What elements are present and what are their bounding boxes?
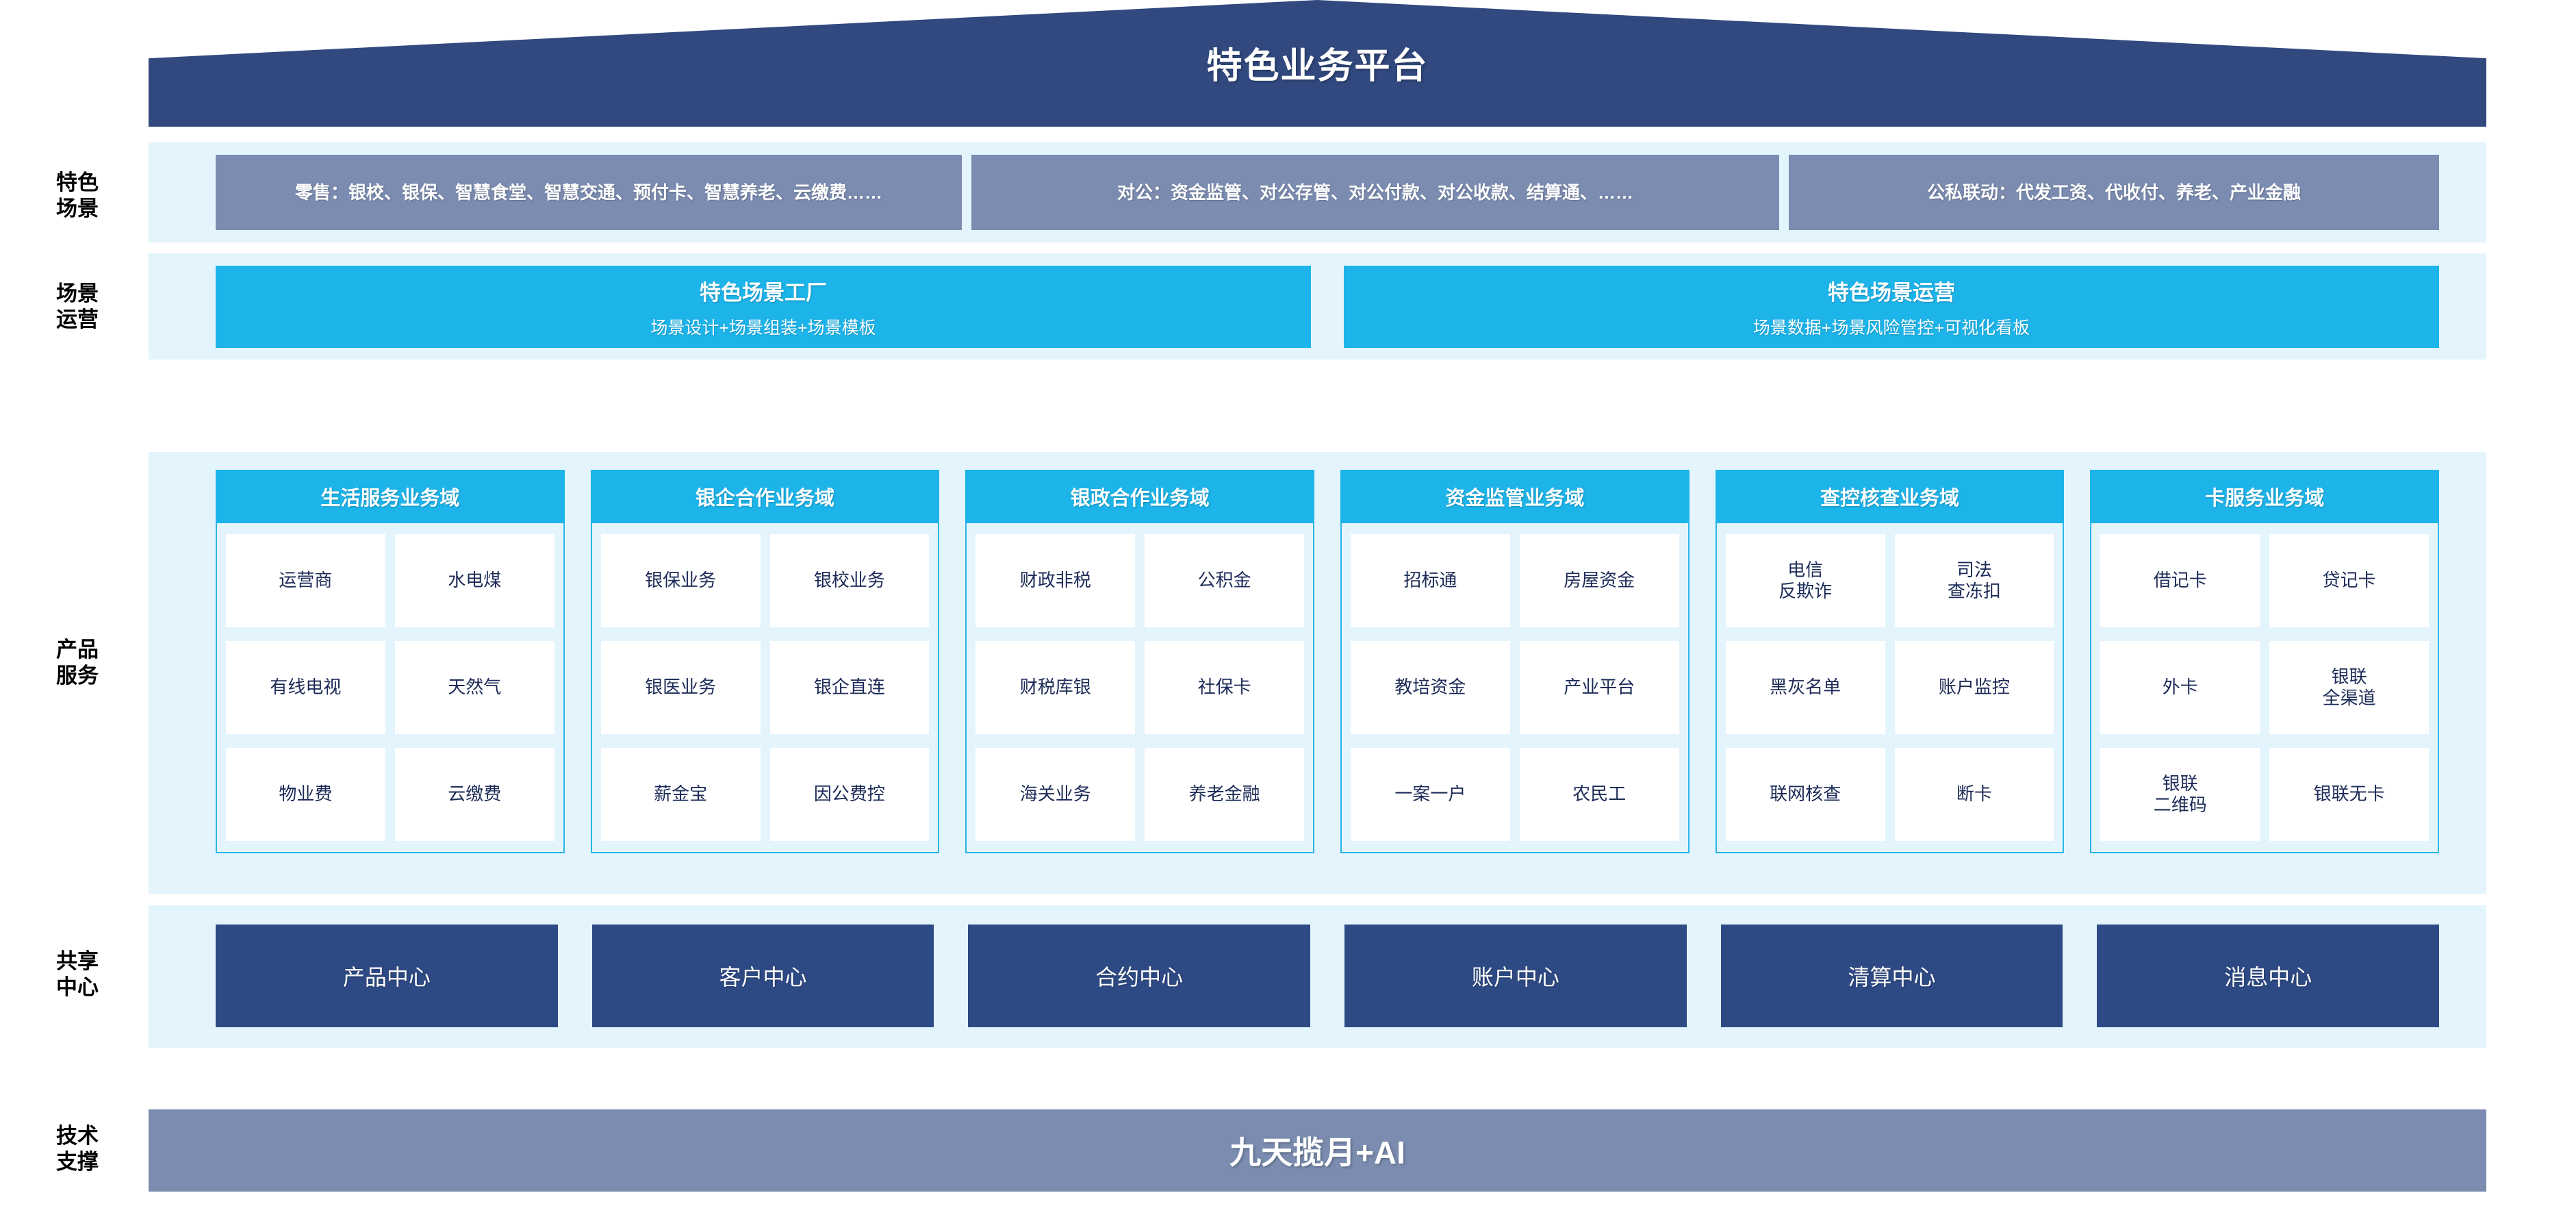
domain-tile[interactable]: 因公费控 <box>769 748 930 841</box>
domain-tile[interactable]: 银联无卡 <box>2269 748 2430 841</box>
scenario-row: 零售：银校、银保、智慧食堂、智慧交通、预付卡、智慧养老、云缴费…… 对公：资金监… <box>216 155 2439 230</box>
shared-center-customer[interactable]: 客户中心 <box>591 925 934 1027</box>
domain-tile[interactable]: 断卡 <box>1894 748 2054 841</box>
tech-support-bar: 九天揽月+AI <box>149 1109 2486 1192</box>
domain-tile-grid: 银保业务 银校业务 银医业务 银企直连 薪金宝 因公费控 <box>590 523 940 853</box>
domain-tile[interactable]: 司法 查冻扣 <box>1894 534 2054 627</box>
scenario-card-retail[interactable]: 零售：银校、银保、智慧食堂、智慧交通、预付卡、智慧养老、云缴费…… <box>216 155 962 230</box>
domain-title: 查控核查业务域 <box>1715 470 2065 523</box>
domain-tile[interactable]: 电信 反欺诈 <box>1725 534 1885 627</box>
domain-tile-grid: 借记卡 贷记卡 外卡 银联 全渠道 银联 二维码 银联无卡 <box>2090 523 2440 853</box>
domain-tile[interactable]: 招标通 <box>1351 534 1510 627</box>
domain-tile[interactable]: 水电煤 <box>394 534 554 627</box>
shared-center-clearing[interactable]: 清算中心 <box>1720 925 2063 1027</box>
domain-tile[interactable]: 银联 二维码 <box>2100 748 2260 841</box>
platform-title-banner: 特色业务平台 <box>149 0 2486 127</box>
operation-operation-title: 特色场景运营 <box>1828 280 1955 305</box>
domain-tile[interactable]: 公积金 <box>1145 534 1305 627</box>
operation-factory-title: 特色场景工厂 <box>700 280 827 305</box>
domain-tile[interactable]: 社保卡 <box>1145 641 1305 734</box>
shared-center-contract[interactable]: 合约中心 <box>968 925 1311 1027</box>
scenario-card-corporate[interactable]: 对公：资金监管、对公存管、对公付款、对公收款、结算通、…… <box>971 155 1779 230</box>
domain-column-bank-government: 银政合作业务域 财政非税 公积金 财税库银 社保卡 海关业务 养老金融 <box>965 470 1315 853</box>
scenario-band: 零售：银校、银保、智慧食堂、智慧交通、预付卡、智慧养老、云缴费…… 对公：资金监… <box>149 142 2486 242</box>
domain-tile[interactable]: 海关业务 <box>975 748 1136 841</box>
domain-tile[interactable]: 产业平台 <box>1519 641 1679 734</box>
row-label-tech: 技术 支撑 <box>56 1124 99 1174</box>
operation-operation-subtitle: 场景数据+场景风险管控+可视化看板 <box>1752 318 2030 338</box>
domain-title: 银企合作业务域 <box>590 470 940 523</box>
shared-center-account[interactable]: 账户中心 <box>1344 925 1687 1027</box>
operation-card-factory[interactable]: 特色场景工厂 场景设计+场景组装+场景模板 <box>216 266 1311 348</box>
shared-center-row: 产品中心 客户中心 合约中心 账户中心 清算中心 消息中心 <box>216 925 2440 1027</box>
domain-tile[interactable]: 银企直连 <box>769 641 930 734</box>
domain-tile[interactable]: 农民工 <box>1519 748 1679 841</box>
domain-column-bank-enterprise: 银企合作业务域 银保业务 银校业务 银医业务 银企直连 薪金宝 因公费控 <box>590 470 940 853</box>
shared-center-product[interactable]: 产品中心 <box>216 925 558 1027</box>
domain-title: 生活服务业务域 <box>216 470 565 523</box>
domain-tile[interactable]: 物业费 <box>226 748 385 841</box>
domain-title: 资金监管业务域 <box>1340 470 1689 523</box>
domain-tile[interactable]: 银保业务 <box>600 534 761 627</box>
row-label-shared: 共享 中心 <box>56 949 99 999</box>
domain-tile-grid: 运营商 水电煤 有线电视 天然气 物业费 云缴费 <box>216 523 565 853</box>
domain-tile[interactable]: 天然气 <box>394 641 554 734</box>
domain-tile[interactable]: 银校业务 <box>769 534 930 627</box>
domain-column-card-service: 卡服务业务域 借记卡 贷记卡 外卡 银联 全渠道 银联 二维码 银联无卡 <box>2090 470 2440 853</box>
shared-center-band: 产品中心 客户中心 合约中心 账户中心 清算中心 消息中心 <box>149 905 2486 1048</box>
domain-tile[interactable]: 薪金宝 <box>600 748 761 841</box>
row-label-operation: 场景 运营 <box>56 281 99 331</box>
domain-tile[interactable]: 房屋资金 <box>1519 534 1679 627</box>
domain-row: 生活服务业务域 运营商 水电煤 有线电视 天然气 物业费 云缴费 银企合作业务域… <box>216 470 2440 853</box>
domain-tile[interactable]: 财政非税 <box>975 534 1136 627</box>
domain-title: 卡服务业务域 <box>2090 470 2440 523</box>
domain-column-life-service: 生活服务业务域 运营商 水电煤 有线电视 天然气 物业费 云缴费 <box>216 470 565 853</box>
domain-tile[interactable]: 贷记卡 <box>2269 534 2430 627</box>
domain-tile-grid: 财政非税 公积金 财税库银 社保卡 海关业务 养老金融 <box>965 523 1315 853</box>
domain-tile-grid: 招标通 房屋资金 教培资金 产业平台 一案一户 农民工 <box>1340 523 1689 853</box>
domain-tile[interactable]: 一案一户 <box>1351 748 1510 841</box>
domain-tile[interactable]: 财税库银 <box>975 641 1136 734</box>
domain-tile[interactable]: 云缴费 <box>394 748 554 841</box>
domain-tile[interactable]: 外卡 <box>2100 641 2260 734</box>
domain-tile[interactable]: 联网核查 <box>1725 748 1885 841</box>
operation-band: 特色场景工厂 场景设计+场景组装+场景模板 特色场景运营 场景数据+场景风险管控… <box>149 253 2486 360</box>
domain-column-fund-supervision: 资金监管业务域 招标通 房屋资金 教培资金 产业平台 一案一户 农民工 <box>1340 470 1689 853</box>
row-label-scenario: 特色 场景 <box>56 171 99 221</box>
row-label-product: 产品 服务 <box>56 638 99 688</box>
domain-title: 银政合作业务域 <box>965 470 1315 523</box>
domain-tile[interactable]: 养老金融 <box>1145 748 1305 841</box>
domain-tile[interactable]: 账户监控 <box>1894 641 2054 734</box>
domain-tile[interactable]: 借记卡 <box>2100 534 2260 627</box>
scenario-card-linkage[interactable]: 公私联动：代发工资、代收付、养老、产业金融 <box>1789 155 2439 230</box>
domain-tile-grid: 电信 反欺诈 司法 查冻扣 黑灰名单 账户监控 联网核查 断卡 <box>1715 523 2065 853</box>
operation-row: 特色场景工厂 场景设计+场景组装+场景模板 特色场景运营 场景数据+场景风险管控… <box>216 266 2439 348</box>
domain-tile[interactable]: 银联 全渠道 <box>2269 641 2430 734</box>
domain-tile[interactable]: 教培资金 <box>1351 641 1510 734</box>
domain-tile[interactable]: 运营商 <box>226 534 385 627</box>
operation-factory-subtitle: 场景设计+场景组装+场景模板 <box>650 318 876 338</box>
page-title: 特色业务平台 <box>1206 47 1429 86</box>
domain-tile[interactable]: 银医业务 <box>600 641 761 734</box>
operation-card-operation[interactable]: 特色场景运营 场景数据+场景风险管控+可视化看板 <box>1344 266 2439 348</box>
shared-center-message[interactable]: 消息中心 <box>2097 925 2440 1027</box>
product-band: 生活服务业务域 运营商 水电煤 有线电视 天然气 物业费 云缴费 银企合作业务域… <box>149 452 2486 894</box>
domain-column-investigation: 查控核查业务域 电信 反欺诈 司法 查冻扣 黑灰名单 账户监控 联网核查 断卡 <box>1715 470 2065 853</box>
domain-tile[interactable]: 黑灰名单 <box>1725 641 1885 734</box>
domain-tile[interactable]: 有线电视 <box>226 641 385 734</box>
